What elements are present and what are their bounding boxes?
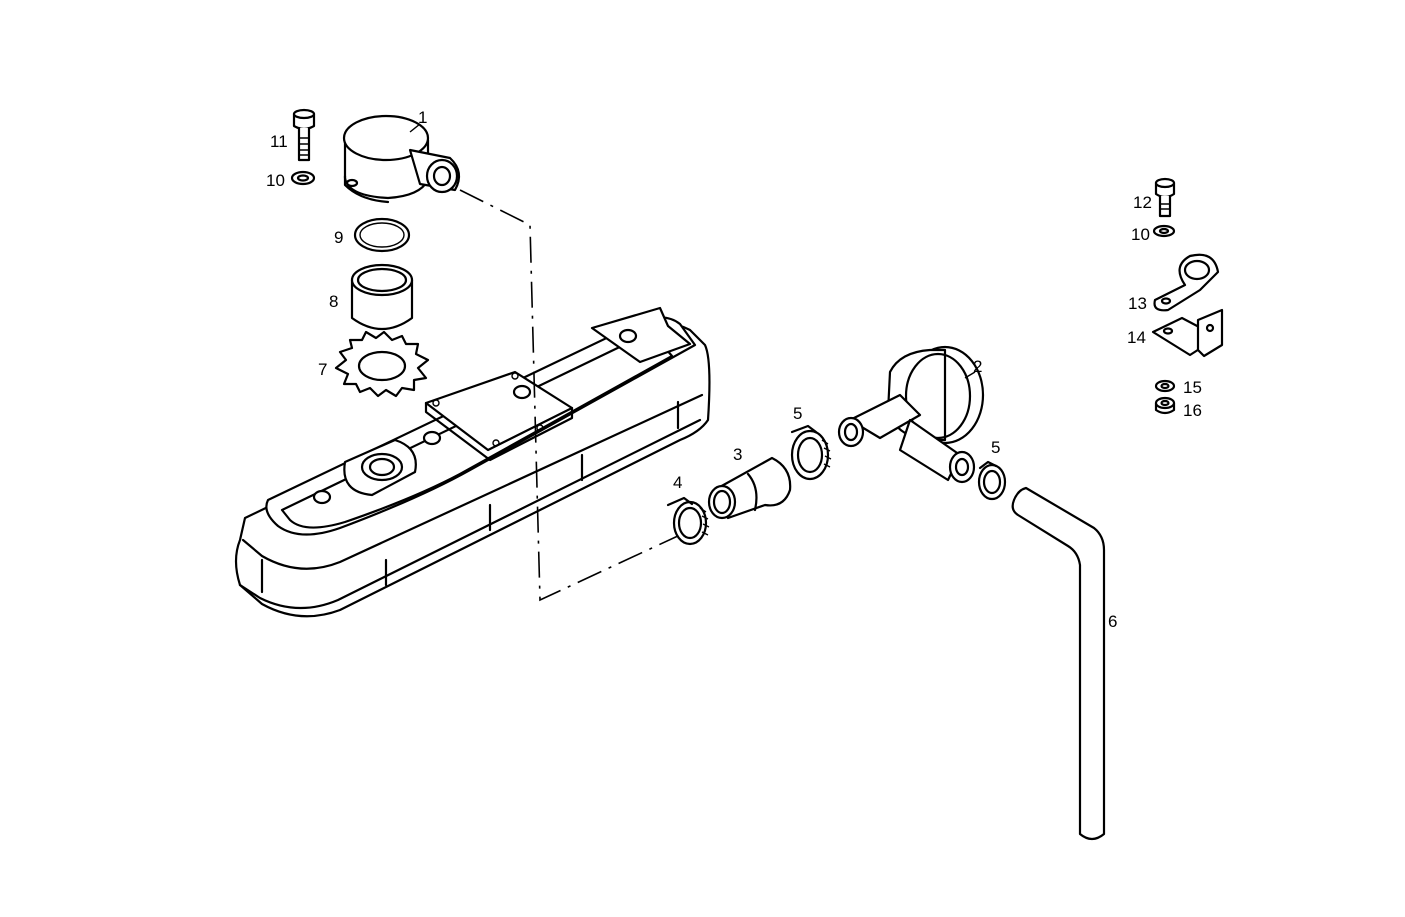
hose-clamp-5-right xyxy=(977,460,1007,501)
reducer-hose xyxy=(707,456,792,520)
bolt-11 xyxy=(292,108,316,162)
callout-1: 1 xyxy=(418,108,427,127)
callout-15: 15 xyxy=(1183,378,1202,397)
hose-clamp-5-middle xyxy=(790,424,832,481)
washer-10-right xyxy=(1152,224,1176,238)
callout-5-right: 5 xyxy=(991,438,1000,457)
callout-10-left: 10 xyxy=(266,171,285,190)
callout-9: 9 xyxy=(334,228,343,247)
hose-6 xyxy=(1011,486,1106,841)
callout-5-middle: 5 xyxy=(793,404,802,423)
oil-separator xyxy=(837,345,985,484)
assembly-centerline xyxy=(459,189,681,602)
hose-clamp-4 xyxy=(666,496,710,546)
callout-6: 6 xyxy=(1108,612,1117,631)
leader-lines xyxy=(409,123,976,379)
washer-15 xyxy=(1154,379,1176,393)
callout-7: 7 xyxy=(318,360,327,379)
valve-cover xyxy=(234,306,711,618)
washer-10-left xyxy=(290,170,316,186)
bolt-12 xyxy=(1154,177,1176,218)
callout-10-right: 10 xyxy=(1131,225,1150,244)
nut-16 xyxy=(1154,396,1176,415)
breather-cap xyxy=(342,114,461,204)
callout-12: 12 xyxy=(1133,193,1152,212)
callout-labels: 1 2 3 4 5 5 6 7 8 9 10 10 11 12 13 14 15… xyxy=(266,108,1202,631)
callout-16: 16 xyxy=(1183,401,1202,420)
toothed-lock-washer xyxy=(334,330,430,398)
p-clip xyxy=(1153,253,1220,312)
o-ring xyxy=(353,217,411,253)
callout-4: 4 xyxy=(673,473,682,492)
callout-14: 14 xyxy=(1127,328,1146,347)
callout-8: 8 xyxy=(329,292,338,311)
angle-bracket xyxy=(1151,308,1224,358)
callout-2: 2 xyxy=(973,357,982,376)
sleeve xyxy=(350,263,414,330)
callout-11: 11 xyxy=(270,132,288,151)
callout-3: 3 xyxy=(733,445,742,464)
callout-13: 13 xyxy=(1128,294,1147,313)
